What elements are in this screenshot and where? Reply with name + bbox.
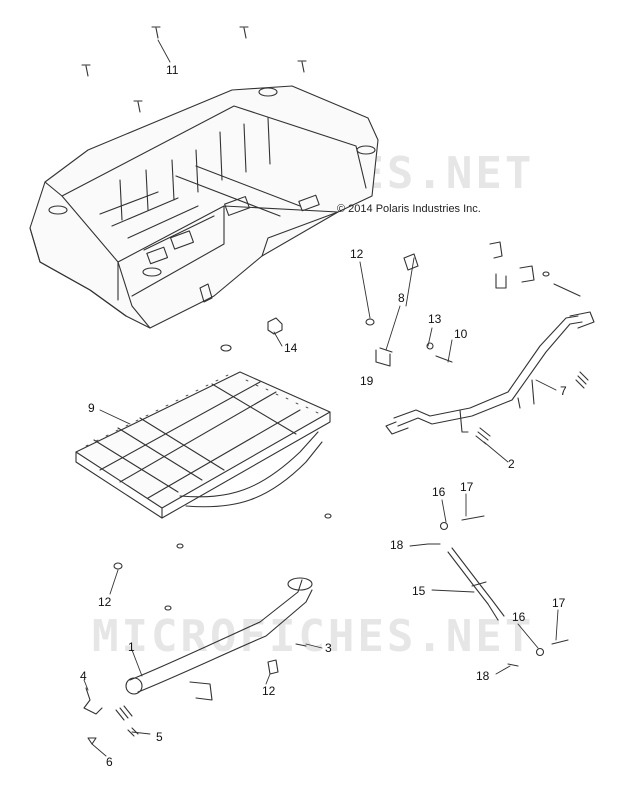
callout-label: 12 <box>350 247 364 261</box>
callout-label: 18 <box>390 538 404 552</box>
callout-label: 16 <box>432 485 446 499</box>
cargo-box-illustration <box>29 85 379 329</box>
callout-label: 12 <box>262 684 276 698</box>
callout-label: 5 <box>156 730 163 744</box>
callout-label: 19 <box>360 374 374 388</box>
callout-label: 2 <box>508 457 515 471</box>
callout-label: 17 <box>552 596 566 610</box>
callout-label: 10 <box>454 327 468 341</box>
callout-label: 17 <box>460 480 474 494</box>
callout-label: 14 <box>284 341 298 355</box>
watermark-bottom: MICROFICHES.NET <box>92 611 535 662</box>
callout-label: 8 <box>398 291 405 305</box>
callout-label: 16 <box>512 610 526 624</box>
callout-label: 9 <box>88 401 95 415</box>
gas-strut-illustration <box>427 515 569 667</box>
leader-lines <box>83 39 559 757</box>
callout-label: 11 <box>166 63 179 77</box>
callout-label: 4 <box>80 669 87 683</box>
callout-label: 12 <box>98 595 112 609</box>
callout-label: 3 <box>325 641 332 655</box>
callout-label: 6 <box>106 755 113 769</box>
callout-label: 7 <box>560 384 567 398</box>
support-rod-illustration <box>365 241 595 445</box>
lower-tube-illustration <box>83 577 313 745</box>
copyright-notice: © 2014 Polaris Industries Inc. <box>337 203 481 215</box>
screws-11 <box>81 26 307 113</box>
callout-label: 15 <box>412 584 426 598</box>
callout-label: 18 <box>476 669 490 683</box>
callout-label: 13 <box>428 312 442 326</box>
callout-label: 1 <box>128 640 135 654</box>
frame-illustration <box>75 317 332 611</box>
